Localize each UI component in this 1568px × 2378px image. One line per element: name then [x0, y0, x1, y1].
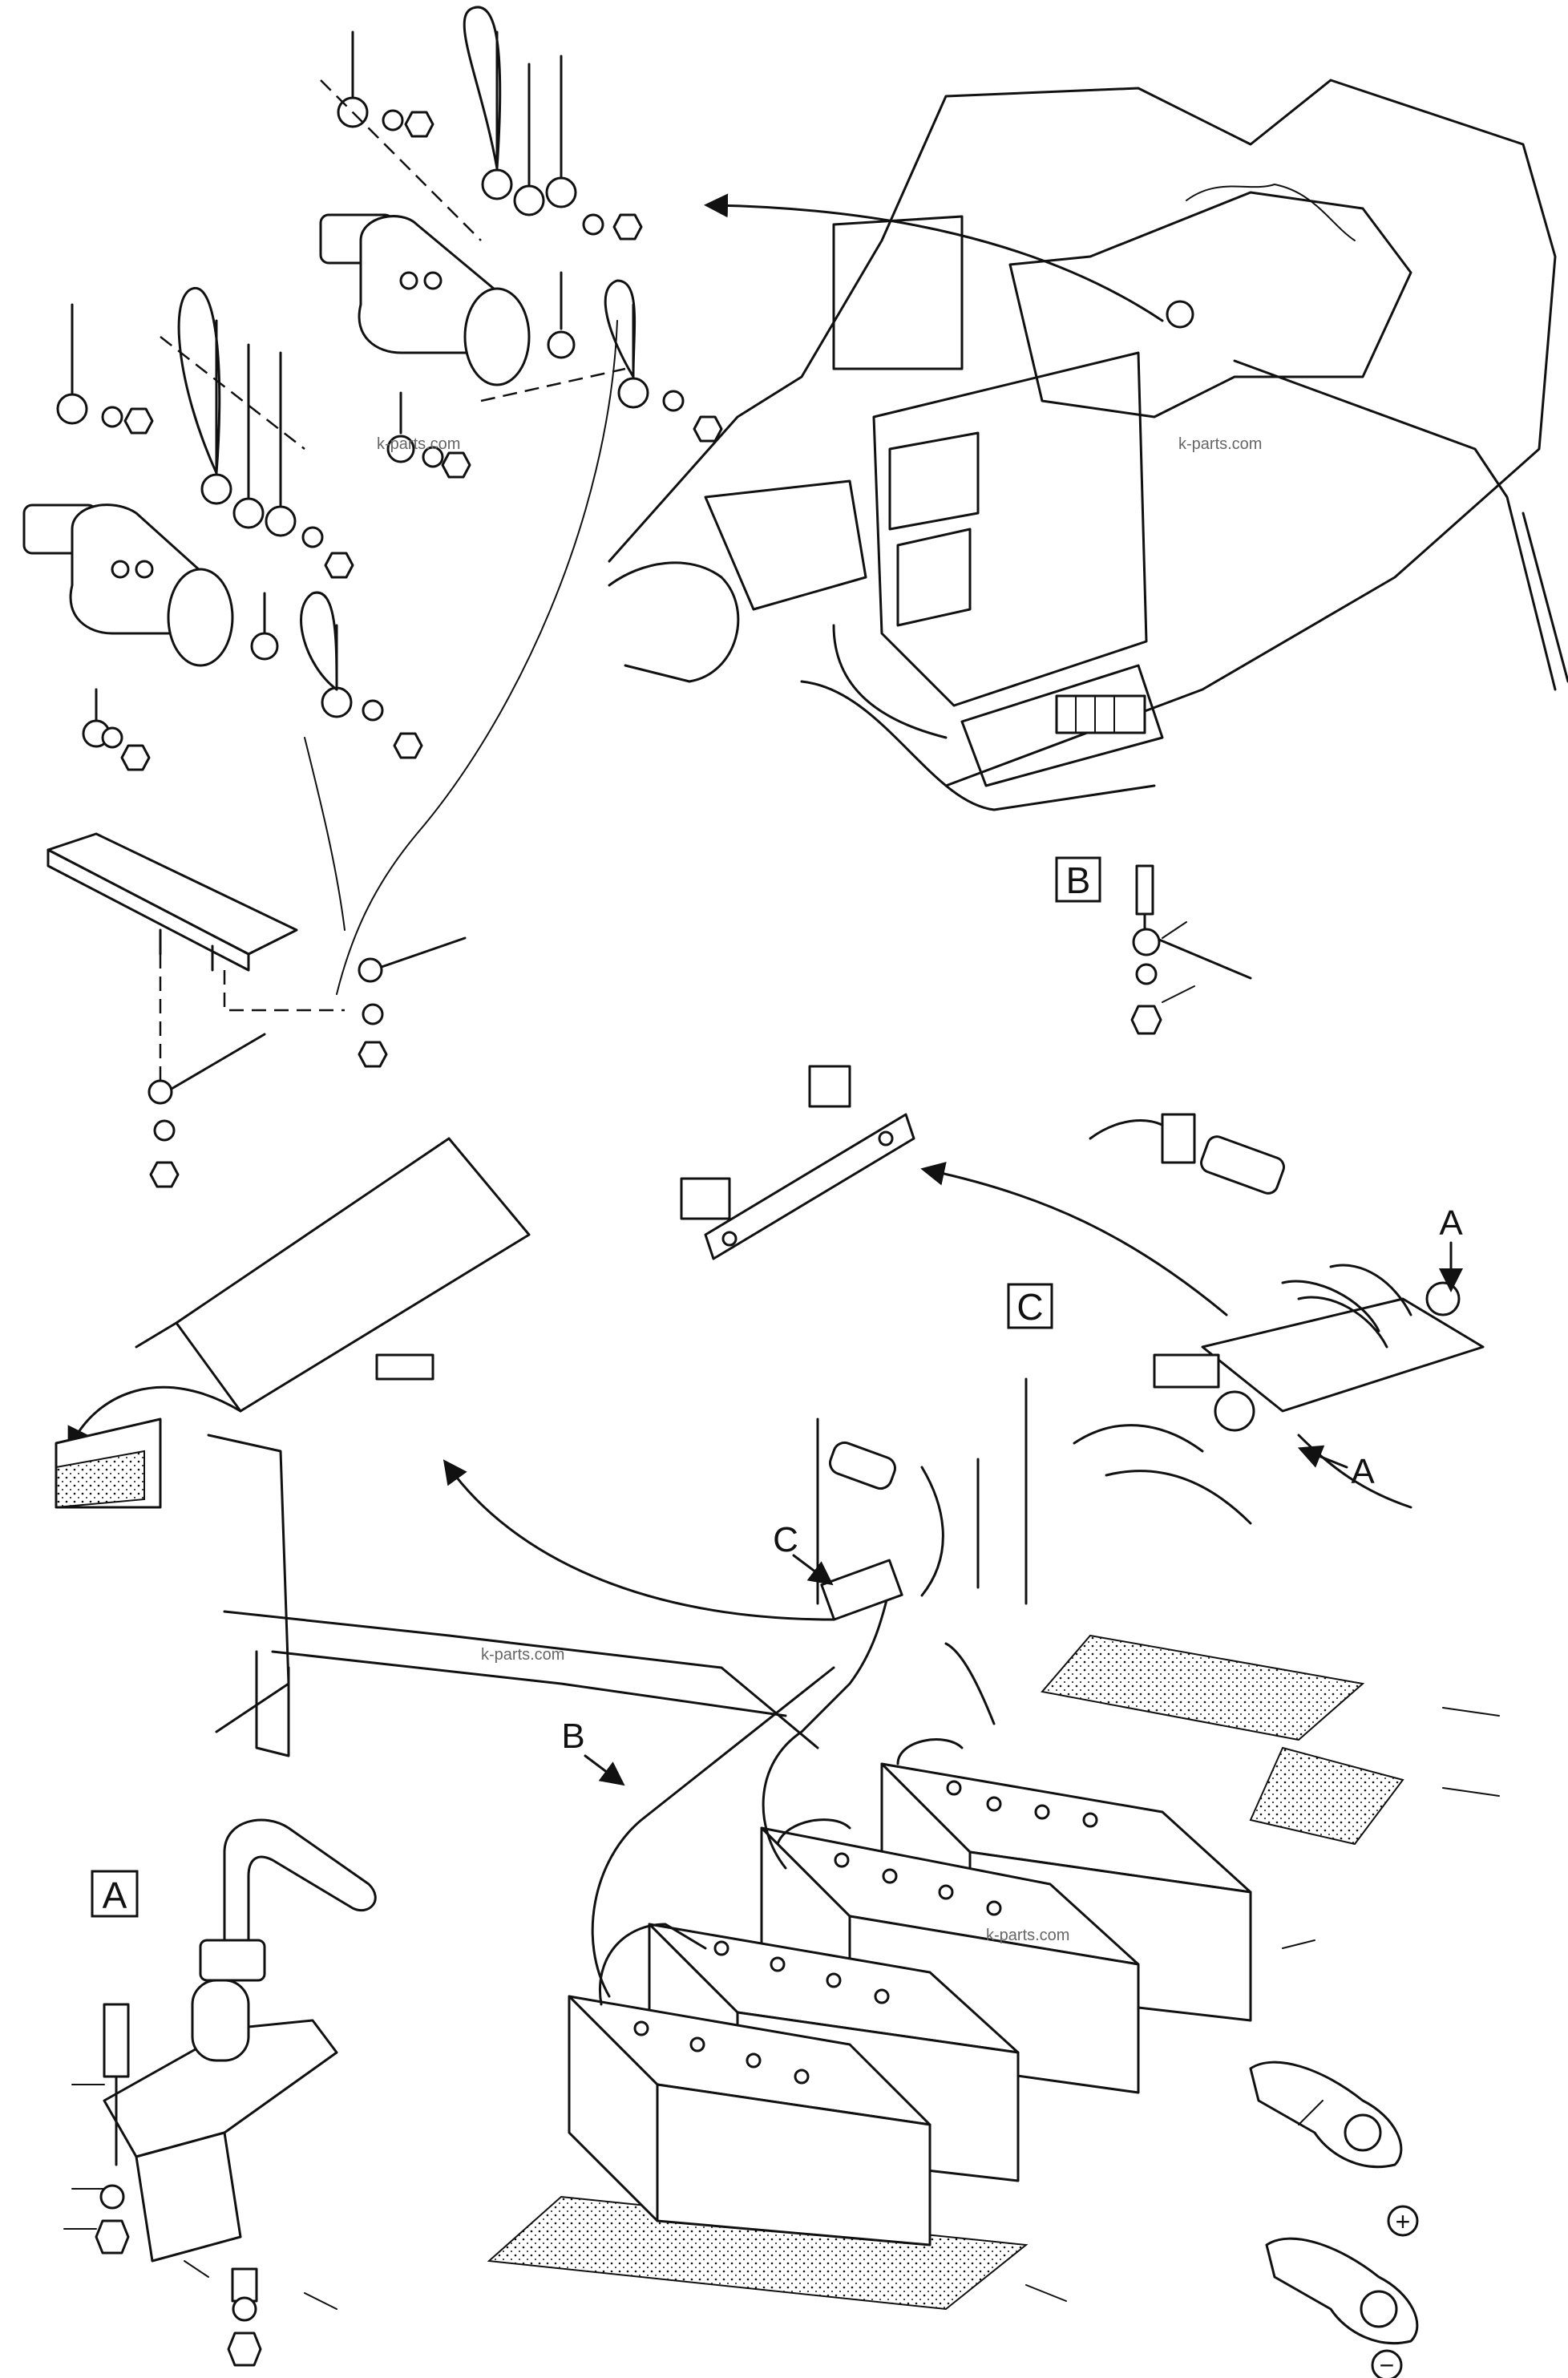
terminal-clamps: + − [1249, 2061, 1419, 2378]
washer-icon [362, 1003, 384, 1025]
relay-icon [680, 1177, 731, 1220]
solenoid-icon [319, 213, 531, 386]
nut-icon [227, 2331, 262, 2367]
arrow-icon [443, 1459, 835, 1621]
terminal-plate-detail [46, 832, 467, 1188]
nut-icon [441, 451, 471, 479]
washer-icon [362, 699, 384, 722]
detail-c: C A A [1007, 1113, 1485, 1525]
bolt-icon [103, 2003, 130, 2078]
nut-icon [123, 407, 154, 435]
callout-leaders [63, 921, 1500, 2310]
detail-a-label-box [91, 1870, 139, 1918]
nut-icon [612, 213, 643, 241]
washer-icon [422, 446, 444, 468]
bolt-icon [231, 2267, 258, 2303]
washer-icon [99, 2184, 125, 2210]
detail-b-label-box [1055, 856, 1101, 903]
nut-icon [324, 552, 354, 579]
detail-c-label-box [1007, 1283, 1053, 1329]
battery-cover [55, 1137, 531, 1733]
battery-box-icon [1055, 694, 1146, 734]
arrow-icon [920, 1162, 1228, 1316]
washer-icon [1135, 963, 1158, 985]
watermark: k-parts.com [481, 1646, 564, 1664]
solenoid-location-icon [1166, 300, 1194, 329]
terminal-clamp-icon [1265, 2237, 1419, 2345]
view-b-letter: B [561, 1717, 584, 1756]
watermark: k-parts.com [1178, 435, 1262, 453]
negative-symbol-circle [1371, 2349, 1403, 2378]
washer-icon [662, 390, 685, 412]
watermark: k-parts.com [377, 435, 460, 453]
washer-icon [382, 109, 404, 131]
nut-icon [149, 1161, 180, 1188]
detail-b-label: B [1066, 859, 1091, 901]
nut-icon [404, 111, 434, 138]
relay-icon [1153, 1353, 1220, 1389]
view-a-top-letter: A [1439, 1203, 1463, 1243]
detail-a-label: A [103, 1874, 127, 1916]
fuse-holder-icon [829, 1441, 896, 1490]
washer-icon [101, 726, 123, 749]
washer-icon [232, 2296, 257, 2322]
fuse-holder-icon [375, 1353, 434, 1381]
detail-c-label: C [1016, 1286, 1043, 1328]
detail-a: A [91, 1818, 377, 2367]
terminal-set [56, 30, 723, 771]
solenoid-icon [22, 504, 234, 667]
relay-icon [808, 1065, 851, 1108]
nut-icon [393, 732, 423, 759]
fuse-holder-icon [1200, 1135, 1285, 1195]
solenoid-icon [135, 2131, 242, 2263]
washer-icon [153, 1119, 176, 1142]
negative-sign: − [1380, 2351, 1395, 2378]
positive-sign: + [1396, 2207, 1411, 2236]
washer-icon [582, 213, 604, 236]
view-a-bottom-letter: A [1351, 1452, 1375, 1491]
detail-b: B [1055, 856, 1252, 1035]
nut-icon [95, 2219, 130, 2255]
nut-icon [120, 744, 151, 771]
relay-bracket [680, 1065, 915, 1260]
watermark: k-parts.com [986, 1927, 1069, 1944]
nut-icon [358, 1041, 388, 1068]
nut-icon [693, 415, 723, 443]
solenoid-exploded-view [22, 6, 723, 995]
terminal-block-icon [820, 1559, 903, 1621]
bolt-icon [1135, 864, 1154, 916]
view-c-letter: C [773, 1520, 798, 1559]
battery-assembly: C B [223, 1377, 1404, 2311]
arrow-icon [704, 193, 1164, 322]
machine-overview [608, 79, 1568, 811]
terminal-clamp-icon [1249, 2061, 1403, 2169]
washer-icon [301, 526, 324, 548]
nut-icon [1130, 1005, 1162, 1035]
positive-symbol-circle [1387, 2205, 1419, 2237]
washer-icon [101, 406, 123, 428]
bracket-icon [1161, 1113, 1196, 1164]
